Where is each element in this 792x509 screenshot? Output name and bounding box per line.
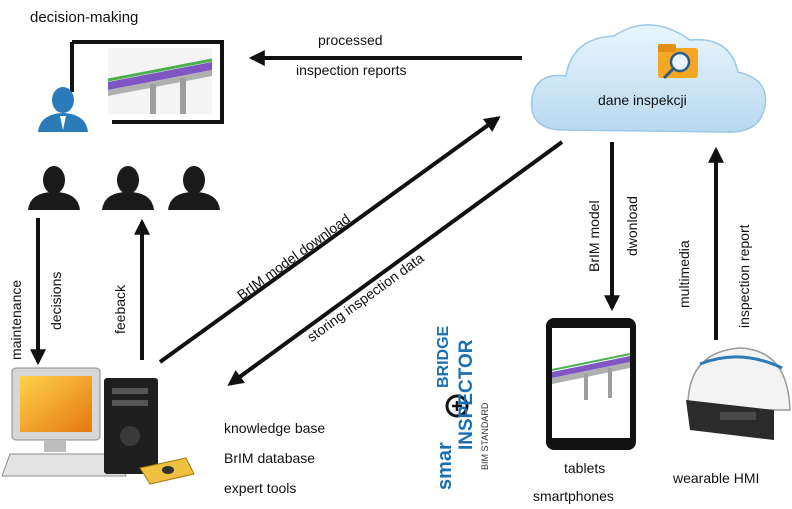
feeback-label: feeback bbox=[112, 284, 128, 334]
wearable-hmi-label: wearable HMI bbox=[673, 470, 760, 486]
cloud-icon bbox=[530, 24, 767, 133]
decisions-label: decisions bbox=[48, 271, 64, 330]
multimedia-label: multimedia bbox=[676, 240, 692, 308]
arrow-storing-data bbox=[227, 140, 564, 386]
stakeholder-icon-3 bbox=[168, 166, 220, 210]
logo-bridge: BRIDGE bbox=[435, 325, 452, 388]
inspection-report-label: inspection report bbox=[736, 224, 752, 328]
maintenance-label: maintenance bbox=[8, 279, 24, 360]
arrows bbox=[30, 50, 724, 386]
tablets-label: tablets bbox=[564, 460, 606, 476]
knowledge-base-label: knowledge base bbox=[224, 420, 326, 436]
monitor-screen bbox=[20, 376, 92, 432]
stakeholder-icon-2 bbox=[102, 166, 154, 210]
dwonload-label: dwonload bbox=[624, 196, 640, 256]
logo-bim-standard: BIM STANDARD bbox=[480, 402, 490, 470]
helmet-icon bbox=[686, 347, 791, 440]
decision-frame bbox=[70, 40, 224, 124]
processed-label: processed bbox=[318, 32, 383, 48]
cloud-label: dane inspekcji bbox=[598, 92, 687, 108]
arrow-brim-download bbox=[158, 116, 501, 364]
tablet-icon bbox=[546, 318, 636, 450]
logo-inspector: INSPECTOR bbox=[456, 339, 477, 450]
computer-icon bbox=[1, 367, 195, 485]
expert-tools-label: expert tools bbox=[224, 480, 297, 496]
decision-maker-icon bbox=[38, 87, 88, 132]
magnifier-icon bbox=[669, 51, 691, 73]
inspection-reports-label: inspection reports bbox=[296, 62, 407, 78]
brim-model-label: BrIM model bbox=[586, 200, 602, 272]
brim-database-label: BrIM database bbox=[224, 450, 316, 466]
logo-smar: smar bbox=[434, 442, 456, 490]
smartphones-label: smartphones bbox=[533, 488, 614, 504]
decision-making-label: decision-making bbox=[30, 9, 139, 26]
smart-bridge-logo-mark bbox=[445, 394, 469, 418]
stakeholder-icon-1 bbox=[28, 166, 80, 210]
